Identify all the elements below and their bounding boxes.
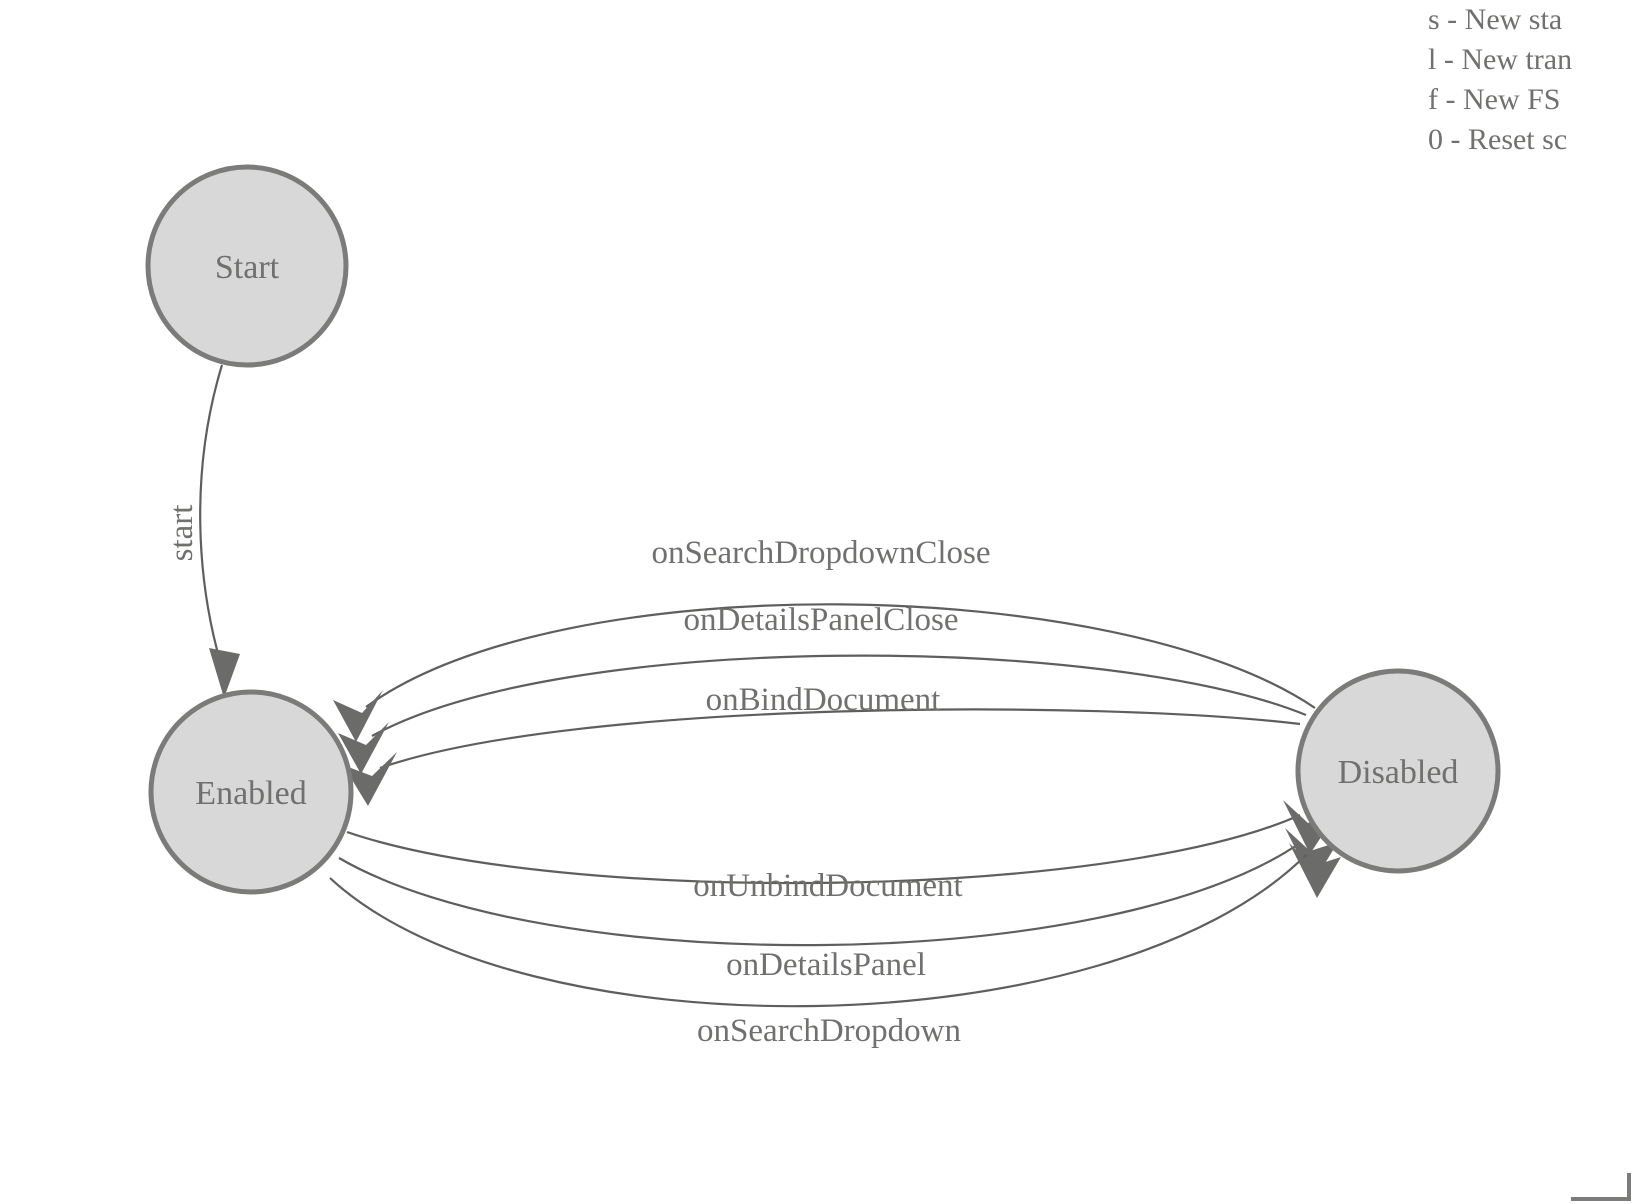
- arrowhead-onunbinddocument: [1283, 800, 1336, 854]
- edge-label-ondetailspanelclose: onDetailsPanelClose: [684, 602, 959, 638]
- edge-disabled-to-enabled-details-close[interactable]: [338, 654, 1307, 774]
- node-enabled-label: Enabled: [195, 775, 306, 812]
- node-start-label: Start: [215, 249, 280, 286]
- node-disabled-label: Disabled: [1338, 754, 1459, 791]
- node-start-circle[interactable]: [145, 164, 349, 368]
- legend-line-new-state: s - New sta: [1428, 3, 1563, 36]
- edge-label-onsearchdropdownclose: onSearchDropdownClose: [651, 535, 990, 571]
- edge-label-ondetailspanel: onDetailsPanel: [726, 947, 926, 983]
- arrowhead-onsearchdropdown: [1289, 843, 1341, 898]
- arrowhead-ondetailspanel: [1285, 828, 1338, 883]
- legend-line-new-fsm: f - New FS: [1428, 83, 1561, 116]
- node-start[interactable]: Start: [145, 164, 349, 368]
- legend-line-reset-scale: 0 - Reset sc: [1428, 123, 1568, 156]
- edge-enabled-to-disabled-search-dropdown[interactable]: [329, 843, 1341, 1008]
- edge-enabled-to-disabled-unbind-document[interactable]: [346, 800, 1336, 885]
- edge-disabled-to-enabled-search-close[interactable]: [333, 603, 1316, 742]
- edge-path-onunbinddocument: [346, 813, 1301, 885]
- edge-label-start: start: [164, 505, 200, 562]
- edge-path-start: [199, 364, 224, 669]
- node-disabled[interactable]: Disabled: [1295, 668, 1501, 874]
- edge-disabled-to-enabled-bind-document[interactable]: [343, 708, 1301, 806]
- resize-corner-mark[interactable]: [1571, 1173, 1631, 1201]
- edge-label-onbinddocument: onBindDocument: [706, 682, 941, 718]
- edge-enabled-to-disabled-details-panel[interactable]: [338, 828, 1338, 947]
- node-disabled-circle[interactable]: [1295, 668, 1501, 874]
- edge-path-onsearchdropdownclose: [365, 603, 1316, 709]
- arrowhead-start-to-enabled: [209, 648, 240, 698]
- keyboard-shortcut-legend: s - New sta l - New tran f - New FS 0 - …: [1428, 0, 1632, 160]
- node-enabled-circle[interactable]: [148, 689, 354, 895]
- edge-path-onbinddocument: [379, 708, 1301, 770]
- arrowhead-onsearchdropdownclose: [333, 690, 383, 742]
- edge-label-onsearchdropdown: onSearchDropdown: [697, 1013, 961, 1049]
- arrowhead-onbinddocument: [343, 752, 397, 806]
- legend-line-new-transition: l - New tran: [1428, 43, 1573, 76]
- edge-start-to-enabled[interactable]: [199, 364, 240, 698]
- node-enabled[interactable]: Enabled: [148, 689, 354, 895]
- edge-path-ondetailspanel: [338, 842, 1301, 947]
- arrowhead-ondetailspanelclose: [338, 722, 389, 774]
- edge-path-ondetailspanelclose: [371, 654, 1307, 737]
- edge-path-onsearchdropdown: [329, 854, 1307, 1008]
- edge-label-onunbinddocument: onUnbindDocument: [693, 868, 962, 904]
